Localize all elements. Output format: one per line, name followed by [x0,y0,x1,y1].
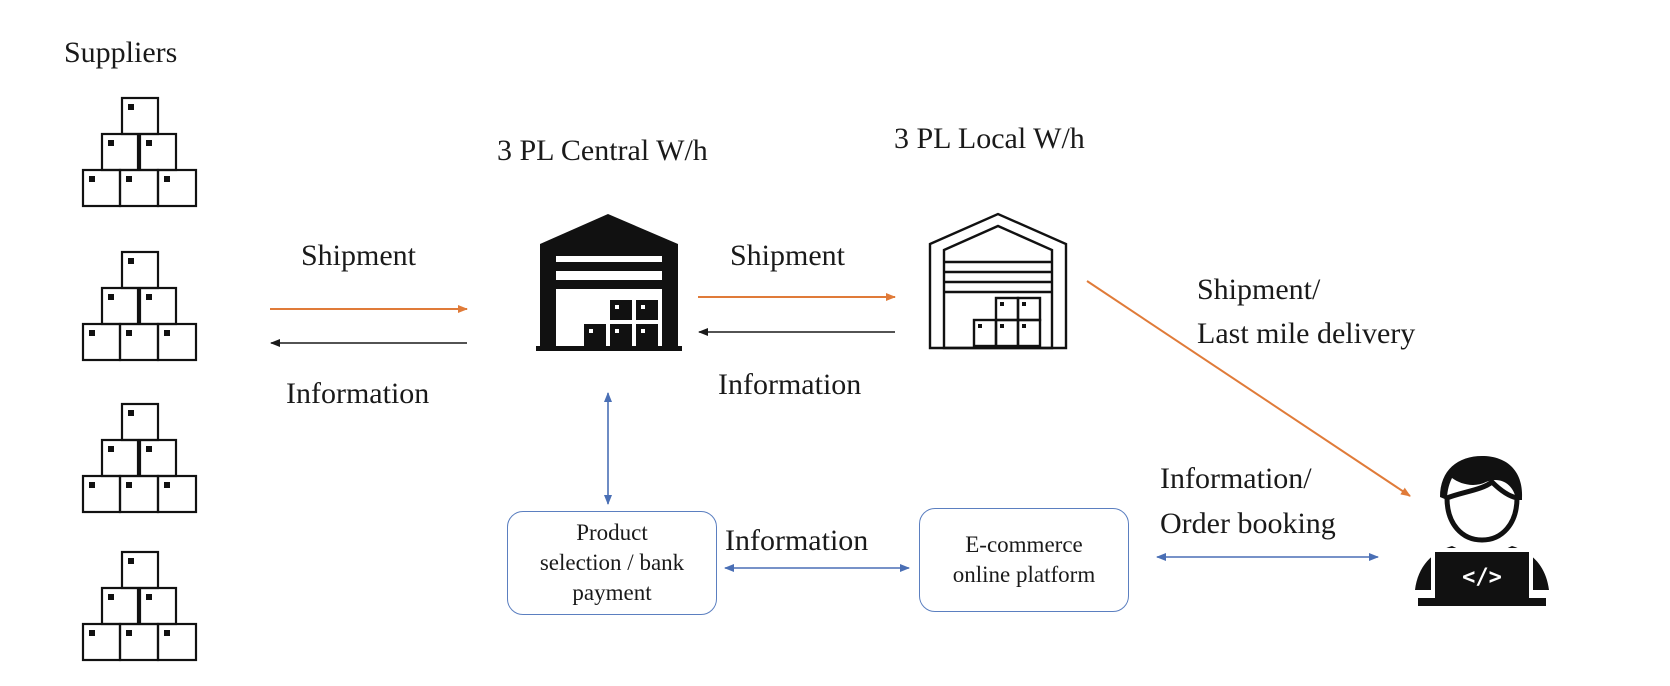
product-selection-text: Product selection / bank payment [539,520,685,605]
developer-laptop-icon: </> [1415,456,1549,606]
warehouse-box-marks [978,302,1026,328]
order-booking-label-line1: Information/ [1160,462,1312,495]
last-mile-label-line2: Last mile delivery [1197,317,1416,350]
ecommerce-platform-box: E-commerce online platform [919,508,1129,612]
box-stack-icon [81,250,198,362]
svg-text:</>: </> [1462,565,1502,590]
shipment-label: Shipment [301,239,417,272]
last-mile-arrow [1086,280,1411,497]
shipment-label: Shipment [730,239,846,272]
warehouse-outline-icon [928,212,1068,350]
box-stack-icon [81,96,198,208]
suppliers-label: Suppliers [64,36,178,69]
information-label: Information [286,377,430,410]
last-mile-label-line1: Shipment/ [1197,273,1321,306]
information-label: Information [718,368,862,401]
information-label: Information [725,524,869,557]
product-selection-box: Product selection / bank payment [507,511,717,615]
box-stack-icon [81,402,198,514]
box-stack-icon [81,550,198,662]
local-warehouse-label: 3 PL Local W/h [894,122,1085,155]
warehouse-filled-icon [536,214,682,351]
order-booking-label-line2: Order booking [1160,507,1336,540]
central-warehouse-label: 3 PL Central W/h [497,134,708,167]
ecommerce-platform-text: E-commerce online platform [952,532,1096,587]
